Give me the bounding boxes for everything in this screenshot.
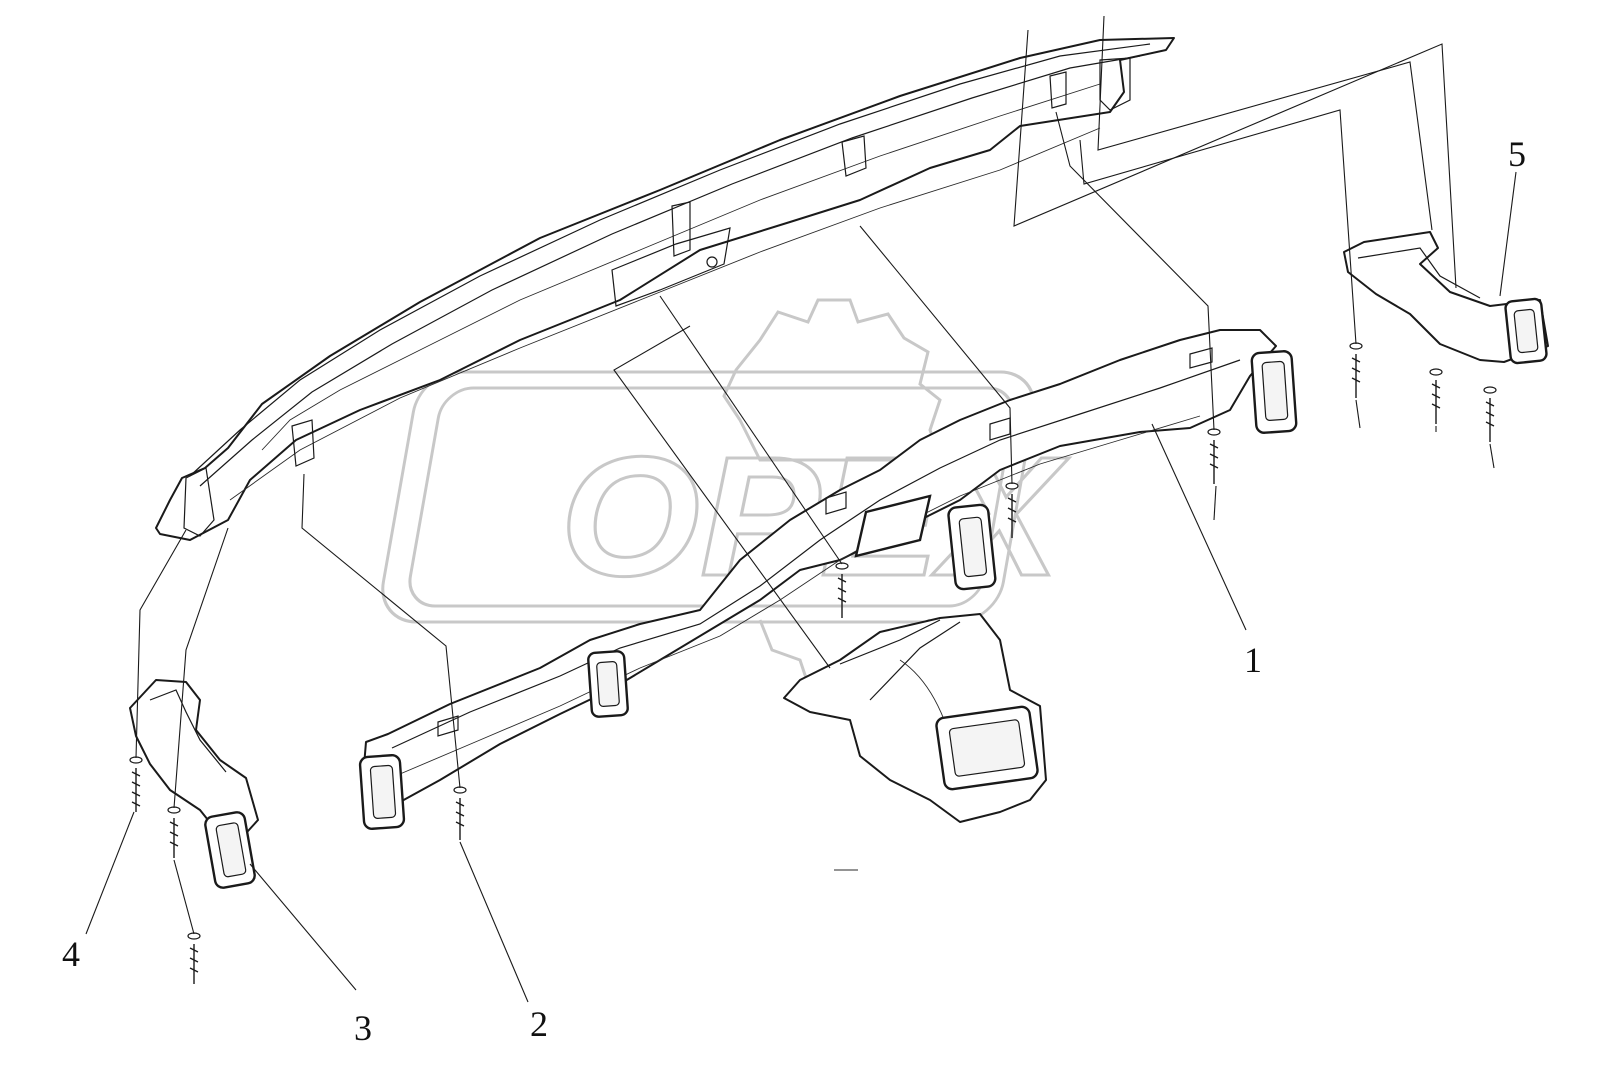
beam-bracket-mid — [841, 135, 867, 177]
main-duct-tab-4 — [1189, 347, 1213, 369]
screw-part5-b — [1429, 368, 1443, 424]
beam-bracket-center — [671, 201, 691, 257]
distribution-box-ridge — [839, 619, 961, 701]
watermark-frame-inner — [408, 386, 1015, 608]
assembly-line — [1213, 485, 1217, 521]
screw-icon — [455, 798, 465, 840]
assembly-line — [1489, 443, 1495, 469]
washer-icon — [835, 562, 849, 570]
screw-icon — [189, 944, 199, 984]
assembly-line — [1355, 399, 1361, 429]
screw-icon — [1351, 354, 1361, 398]
main-duct-crease — [391, 359, 1241, 749]
assembly-line — [1055, 111, 1215, 431]
callout-4: 4 — [62, 934, 80, 974]
callout-leaders — [85, 171, 1517, 1003]
part-3-left-duct — [129, 679, 259, 889]
left-duct-body — [129, 679, 259, 843]
main-duct-tab-1 — [437, 715, 459, 737]
main-duct-center-vent — [854, 494, 932, 558]
callout-5: 5 — [1508, 134, 1526, 174]
assembly-line — [859, 225, 1013, 485]
screw-icon — [131, 768, 141, 812]
callout-1: 1 — [1244, 640, 1262, 680]
assembly-line — [173, 859, 195, 935]
left-duct-crease — [149, 689, 227, 773]
callout-labels: 1 2 3 4 5 — [62, 134, 1526, 1048]
part-5-right-duct — [1343, 231, 1549, 365]
screw-icon — [1209, 440, 1219, 484]
callout-1-leader — [1151, 423, 1247, 631]
screw-part2 — [453, 786, 467, 840]
assembly-line — [1079, 109, 1357, 345]
screw-part5-a — [1349, 342, 1363, 398]
dashboard-beam — [155, 37, 1175, 541]
main-duct-vent-right-inner — [1261, 360, 1289, 421]
assembly-line — [135, 529, 187, 759]
assembly-line — [659, 295, 843, 565]
assembly-lines — [135, 15, 1495, 935]
main-duct-vent-2-inner — [596, 661, 620, 707]
main-duct-tab-2 — [825, 491, 847, 515]
callout-3: 3 — [354, 1008, 372, 1048]
screw-icon — [837, 574, 847, 618]
right-duct-vent-inner — [1513, 308, 1539, 354]
beam-bracket-left-2 — [291, 419, 315, 467]
screw-part1 — [1207, 428, 1221, 484]
screw-part5-c — [1483, 386, 1497, 442]
screw-part3-a — [167, 806, 181, 858]
screw-icon — [1007, 494, 1017, 538]
assembly-line — [1097, 15, 1433, 231]
beam-hole — [706, 256, 718, 268]
callout-3-leader — [249, 863, 357, 991]
beam-bracket-right — [1049, 71, 1067, 109]
dashboard-beam-body — [155, 37, 1175, 541]
right-duct-crease — [1357, 247, 1481, 299]
callout-5-leader — [1499, 171, 1517, 297]
dashboard-beam-top-edge — [189, 43, 1151, 477]
washer-icon — [1483, 386, 1497, 394]
screw-icon — [1485, 398, 1495, 442]
dashboard-beam-top-edge-2 — [199, 55, 1141, 487]
assembly-line — [613, 325, 831, 669]
callout-2-leader — [459, 841, 529, 1003]
main-duct-tab-3 — [989, 417, 1011, 441]
screw-center-a — [835, 562, 849, 618]
screw-icon — [1431, 380, 1441, 424]
main-duct-vent-left-inner — [369, 764, 397, 819]
screw-icon — [169, 818, 179, 858]
washer-icon — [1429, 368, 1443, 376]
watermark-gear — [722, 298, 943, 462]
screw-part4 — [129, 756, 143, 812]
screw-part3-b — [187, 932, 201, 984]
beam-bracket-left — [183, 467, 215, 537]
beam-bracket-center-2 — [611, 227, 731, 307]
assembly-line — [173, 527, 229, 809]
assembly-line — [1013, 29, 1457, 289]
distribution-box-vent-inner — [948, 719, 1026, 777]
screw-center-b — [1005, 482, 1019, 538]
dashboard-beam-rib — [261, 83, 1101, 451]
part-1-main-duct — [358, 329, 1298, 830]
left-duct-vent-inner — [215, 822, 247, 878]
callout-4-leader — [85, 811, 135, 935]
main-duct-crease-2 — [399, 415, 1201, 775]
callout-2: 2 — [530, 1004, 548, 1044]
main-duct-vent-3-inner — [958, 516, 988, 578]
center-distribution-box — [783, 613, 1047, 823]
dashboard-beam-lower-edge — [229, 127, 1101, 501]
assembly-line — [301, 473, 461, 789]
